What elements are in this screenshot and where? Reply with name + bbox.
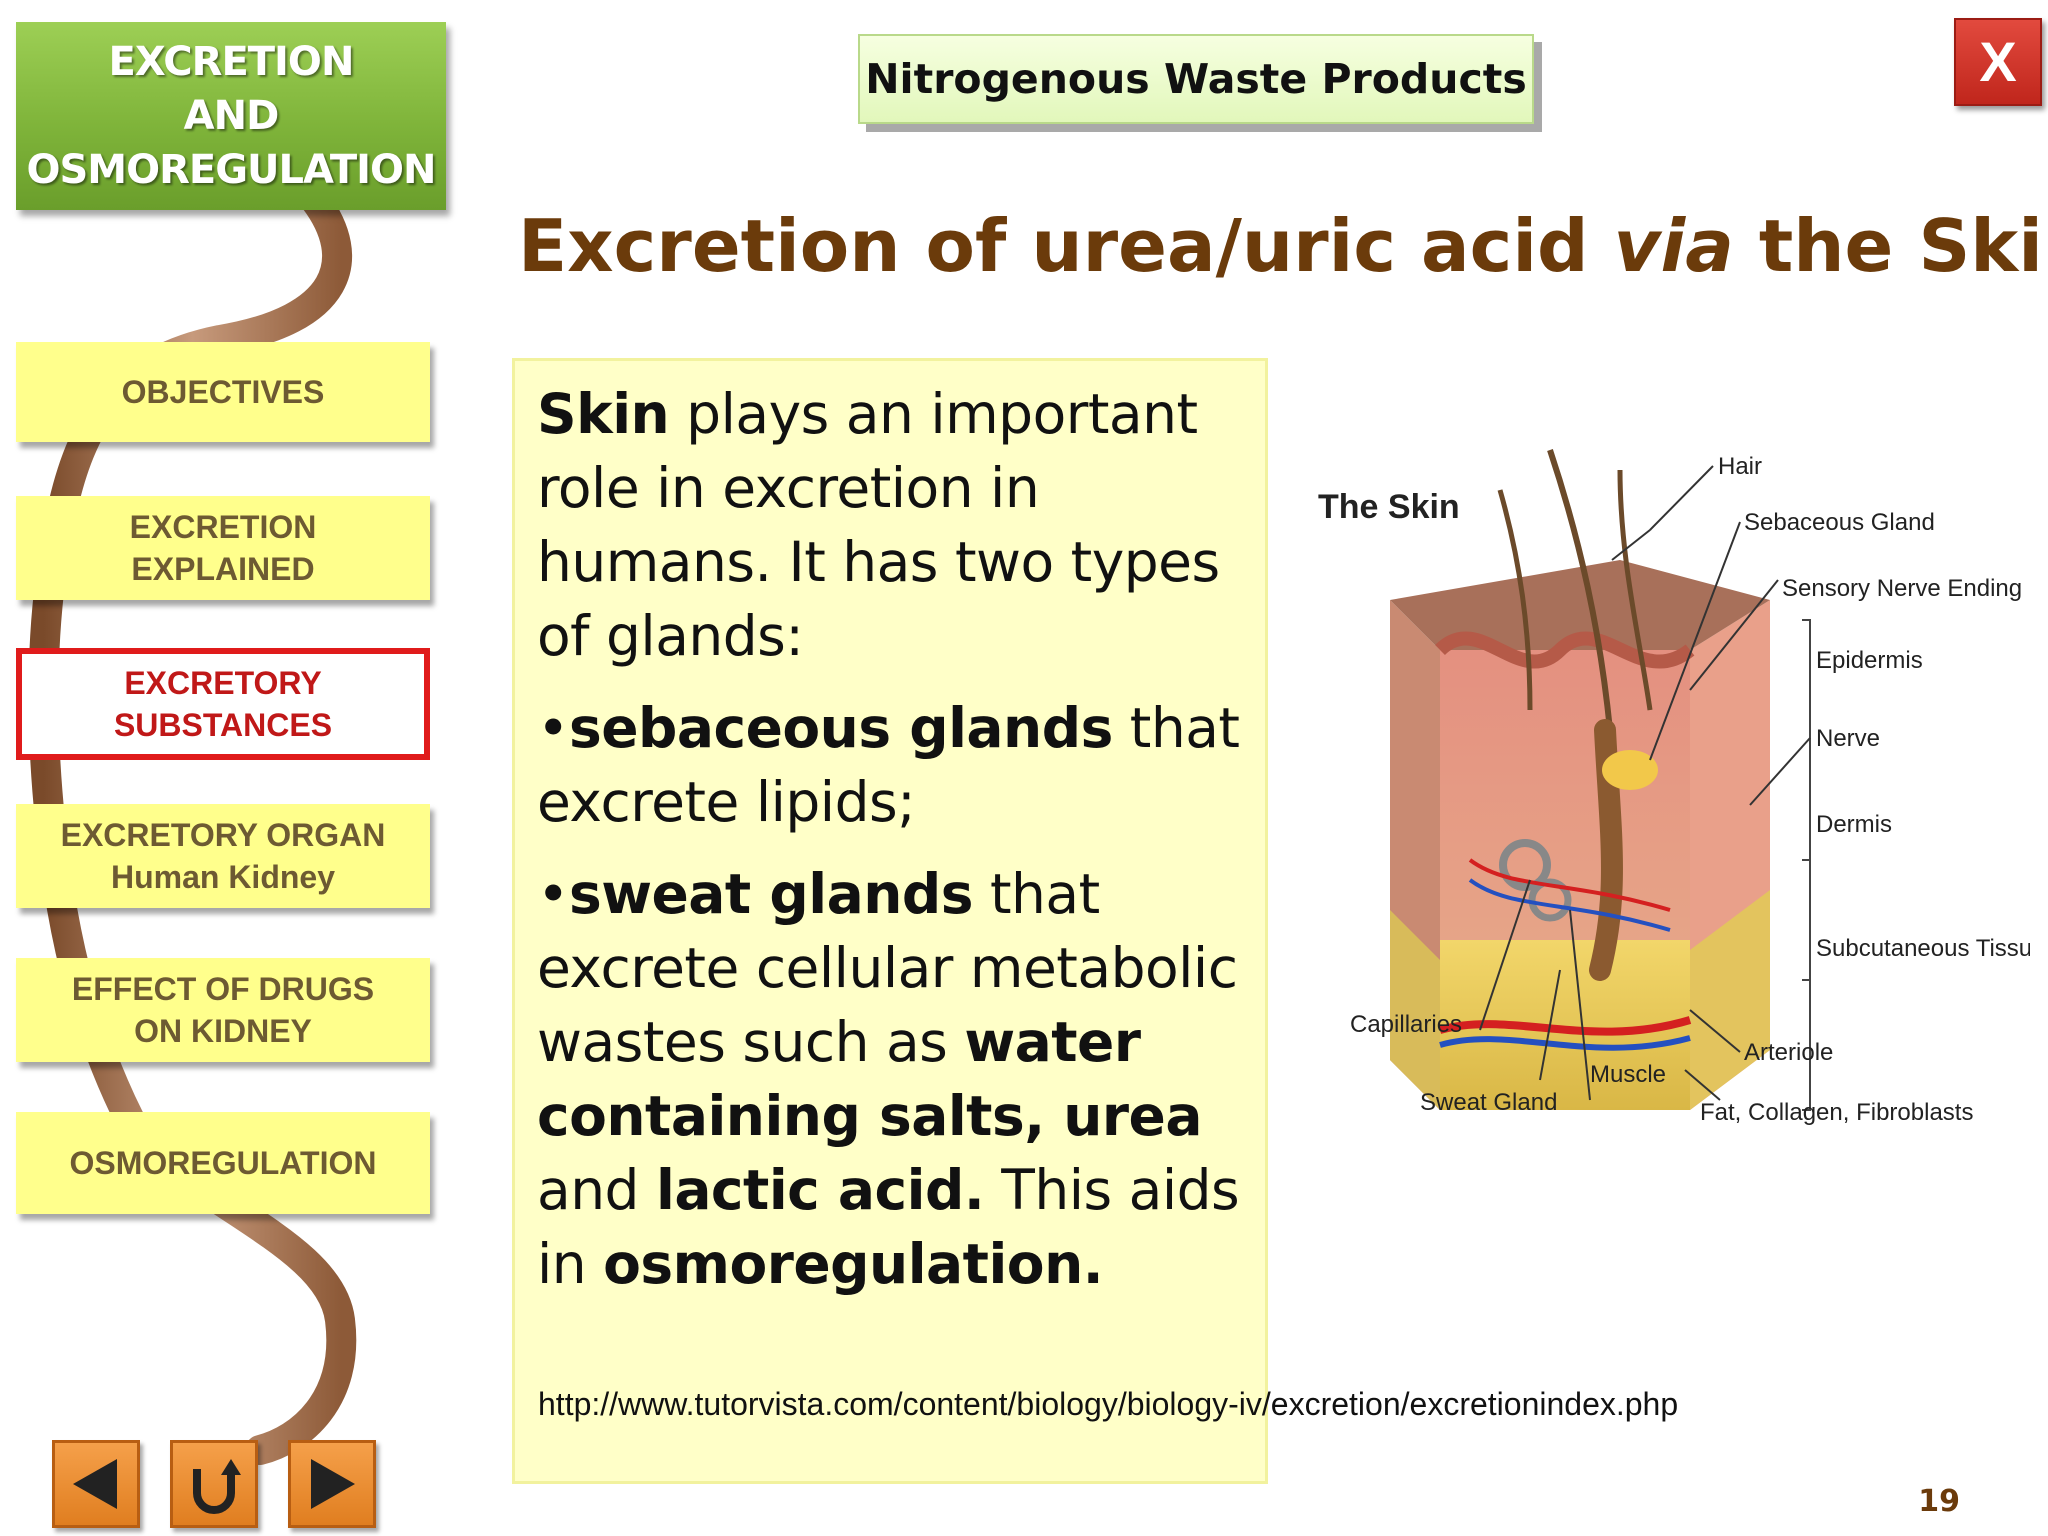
leader-lines [1479,465,1811,1101]
term-osmoregulation: osmoregulation. [603,1232,1104,1296]
previous-arrow-icon [73,1459,117,1509]
body-text-box: Skin plays an important role in excretio… [512,358,1268,1484]
return-icon [193,1459,241,1514]
nav-excretion-explained-button[interactable]: EXCRETION EXPLAINED [16,496,430,600]
label-arteriole: Arteriole [1744,1039,1833,1066]
skin-diagram: The Skin Hair Sebaceous Gland Sensory Ne… [1318,449,2030,1126]
paragraph-skin-text: plays an important role in excretion in … [537,382,1220,668]
sebaceous-gland [1602,750,1658,790]
label-subcutaneous-tissue: Subcutaneous Tissue [1816,935,2030,962]
label-sweat-gland: Sweat Gland [1420,1089,1557,1116]
return-button[interactable] [170,1440,258,1528]
label-epidermis: Epidermis [1816,647,1923,674]
next-slide-button[interactable] [288,1440,376,1528]
blood-vessel-vein [1439,1035,1691,1051]
label-hair: Hair [1718,453,1762,480]
skin-block-side-fat [1390,910,1440,1110]
blood-vessel-artery [1438,1016,1692,1036]
slide-title: Excretion of urea/uric acid via the Skin [518,196,2048,296]
close-button[interactable]: X [1954,18,2042,106]
sweat-gland-coil [1499,839,1551,891]
close-icon: X [1979,30,2017,93]
decorative-ribbon [28,185,357,1465]
skin-surface [1390,560,1770,650]
label-capillaries: Capillaries [1350,1011,1462,1038]
slide-title-italic: via [1613,204,1734,288]
slide-title-part1: Excretion of urea/uric acid [518,204,1614,288]
previous-slide-button[interactable] [52,1440,140,1528]
next-arrow-icon [311,1459,355,1509]
label-muscle: Muscle [1590,1061,1666,1088]
nav-objectives-label: OBJECTIVES [121,374,325,410]
label-nerve: Nerve [1816,725,1880,752]
course-title: EXCRETION AND OSMOREGULATION [26,39,436,193]
layer-bracket [1802,619,1811,1111]
nav-excretory-organ-button[interactable]: EXCRETORY ORGAN Human Kidney [16,804,430,908]
label-dermis: Dermis [1816,811,1892,838]
bullet-mark: • [537,696,569,760]
bullet-sebaceous-text: that excrete lipids; [537,696,1240,834]
nav-effect-of-drugs-label: EFFECT OF DRUGS ON KIDNEY [71,971,375,1049]
nav-objectives-button[interactable]: OBJECTIVES [16,342,430,442]
epidermis-layer [1435,631,1695,669]
bullet-mark: • [537,862,569,926]
nav-osmoregulation-label: OSMOREGULATION [69,1145,377,1181]
slide-title-part2: the Skin [1758,204,2048,288]
capillary [1468,858,1671,912]
source-url: http://www.tutorvista.com/content/biolog… [538,1386,1679,1422]
nav-excretion-explained-label: EXCRETION EXPLAINED [129,509,317,587]
nav-excretory-organ-label: EXCRETORY ORGAN Human Kidney [60,817,386,895]
bullet-sweat-text2: and [537,1158,656,1222]
term-skin: Skin [537,382,670,446]
diagram-title: The Skin [1318,488,1460,526]
term-sebaceous-glands: sebaceous glands [568,696,1113,760]
nav-excretory-substances-button[interactable]: EXCRETORY SUBSTANCES [16,648,430,760]
label-sensory-nerve-ending: Sensory Nerve Ending [1782,575,2022,602]
bullet-sweat: •sweat glands that excrete cellular meta… [537,857,1245,1301]
hair-strand [1497,489,1533,711]
nav-excretory-substances-label: EXCRETORY SUBSTANCES [113,665,333,743]
term-lactic-acid: lactic acid. [655,1158,985,1222]
hair-strand [1617,469,1653,711]
bullet-sweat-text3: This aids in [537,1158,1240,1296]
bullet-sweat-text1: that excrete cellular metabolic wastes s… [537,862,1238,1074]
section-tag-label: Nitrogenous Waste Products [865,55,1527,103]
skin-block-right-fat [1690,890,1770,1110]
hair-strand [1547,449,1613,731]
capillary [1468,878,1671,932]
term-sweat-glands: sweat glands [568,862,974,926]
label-fat-collagen-fibroblasts: Fat, Collagen, Fibroblasts [1700,1099,1973,1126]
page-number: 19 [1918,1484,1960,1519]
label-sebaceous-gland: Sebaceous Gland [1744,509,1935,536]
nav-effect-of-drugs-button[interactable]: EFFECT OF DRUGS ON KIDNEY [16,958,430,1062]
paragraph-skin: Skin plays an important role in excretio… [537,377,1245,673]
nav-osmoregulation-button[interactable]: OSMOREGULATION [16,1112,430,1214]
sweat-gland-coil [1528,878,1572,922]
bullet-sebaceous: •sebaceous glands that excrete lipids; [537,691,1245,839]
section-tag: Nitrogenous Waste Products [858,34,1534,124]
term-water-salts-urea: water containing salts, urea [537,1010,1202,1148]
course-title-block: EXCRETION AND OSMOREGULATION [16,22,446,210]
